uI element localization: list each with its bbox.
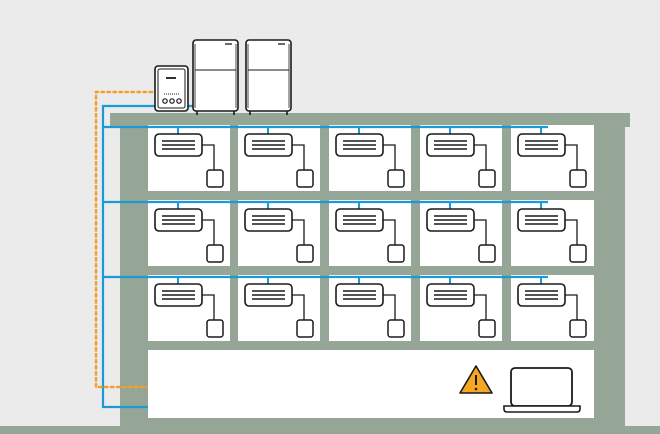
indoor-unit-f3-2 — [244, 277, 314, 338]
thermostat-icon — [478, 319, 496, 338]
thermostat-wire — [202, 294, 215, 320]
thermostat-icon — [387, 319, 405, 338]
thermostat-icon — [206, 319, 224, 338]
thermostat-wire — [202, 144, 215, 170]
indoor-unit-f3-5 — [517, 277, 587, 338]
indoor-units — [154, 127, 587, 338]
indoor-unit-f3-1 — [154, 277, 224, 338]
indoor-unit-f2-3 — [335, 202, 405, 263]
thermostat-icon — [296, 169, 314, 188]
basement-room — [148, 350, 594, 418]
laptop-base — [503, 405, 581, 413]
controller-unit-icon — [154, 65, 189, 112]
indoor-unit-f1-1 — [154, 127, 224, 188]
indoor-unit-f1-3 — [335, 127, 405, 188]
thermostat-icon — [478, 244, 496, 263]
thermostat-wire — [383, 219, 396, 245]
thermostat-wire — [565, 144, 578, 170]
thermostat-wire — [292, 144, 305, 170]
thermostat-icon — [387, 244, 405, 263]
outdoor-unit-icon-1 — [192, 39, 239, 115]
controller-button-3 — [176, 98, 182, 104]
warning-dot — [474, 387, 478, 391]
outdoor-unit-icon-2 — [245, 39, 292, 115]
thermostat-icon — [206, 169, 224, 188]
laptop-screen — [510, 367, 573, 407]
thermostat-icon — [387, 169, 405, 188]
outdoor-unit-body — [245, 39, 292, 112]
thermostat-icon — [296, 244, 314, 263]
thermostat-icon — [478, 169, 496, 188]
roof-equipment — [154, 39, 292, 115]
thermostat-wire — [383, 144, 396, 170]
warning-icon — [459, 365, 493, 394]
indoor-unit-f2-1 — [154, 202, 224, 263]
indoor-unit-f1-5 — [517, 127, 587, 188]
thermostat-icon — [206, 244, 224, 263]
indoor-unit-f3-4 — [426, 277, 496, 338]
indoor-unit-f2-4 — [426, 202, 496, 263]
indoor-unit-f3-3 — [335, 277, 405, 338]
controller-button-2 — [169, 98, 175, 104]
indoor-unit-f1-2 — [244, 127, 314, 188]
thermostat-wire — [474, 219, 487, 245]
thermostat-wire — [474, 294, 487, 320]
thermostat-icon — [569, 169, 587, 188]
thermostat-icon — [296, 319, 314, 338]
indoor-unit-f1-4 — [426, 127, 496, 188]
rooms — [148, 125, 594, 341]
indoor-unit-f2-2 — [244, 202, 314, 263]
thermostat-wire — [474, 144, 487, 170]
thermostat-wire — [565, 219, 578, 245]
thermostat-wire — [202, 219, 215, 245]
thermostat-wire — [292, 219, 305, 245]
thermostat-icon — [569, 244, 587, 263]
thermostat-wire — [565, 294, 578, 320]
thermostat-wire — [292, 294, 305, 320]
thermostat-icon — [569, 319, 587, 338]
laptop-icon — [503, 367, 581, 413]
thermostat-wire — [383, 294, 396, 320]
indoor-unit-f2-5 — [517, 202, 587, 263]
controller-button-1 — [162, 98, 168, 104]
outdoor-unit-body — [192, 39, 239, 112]
